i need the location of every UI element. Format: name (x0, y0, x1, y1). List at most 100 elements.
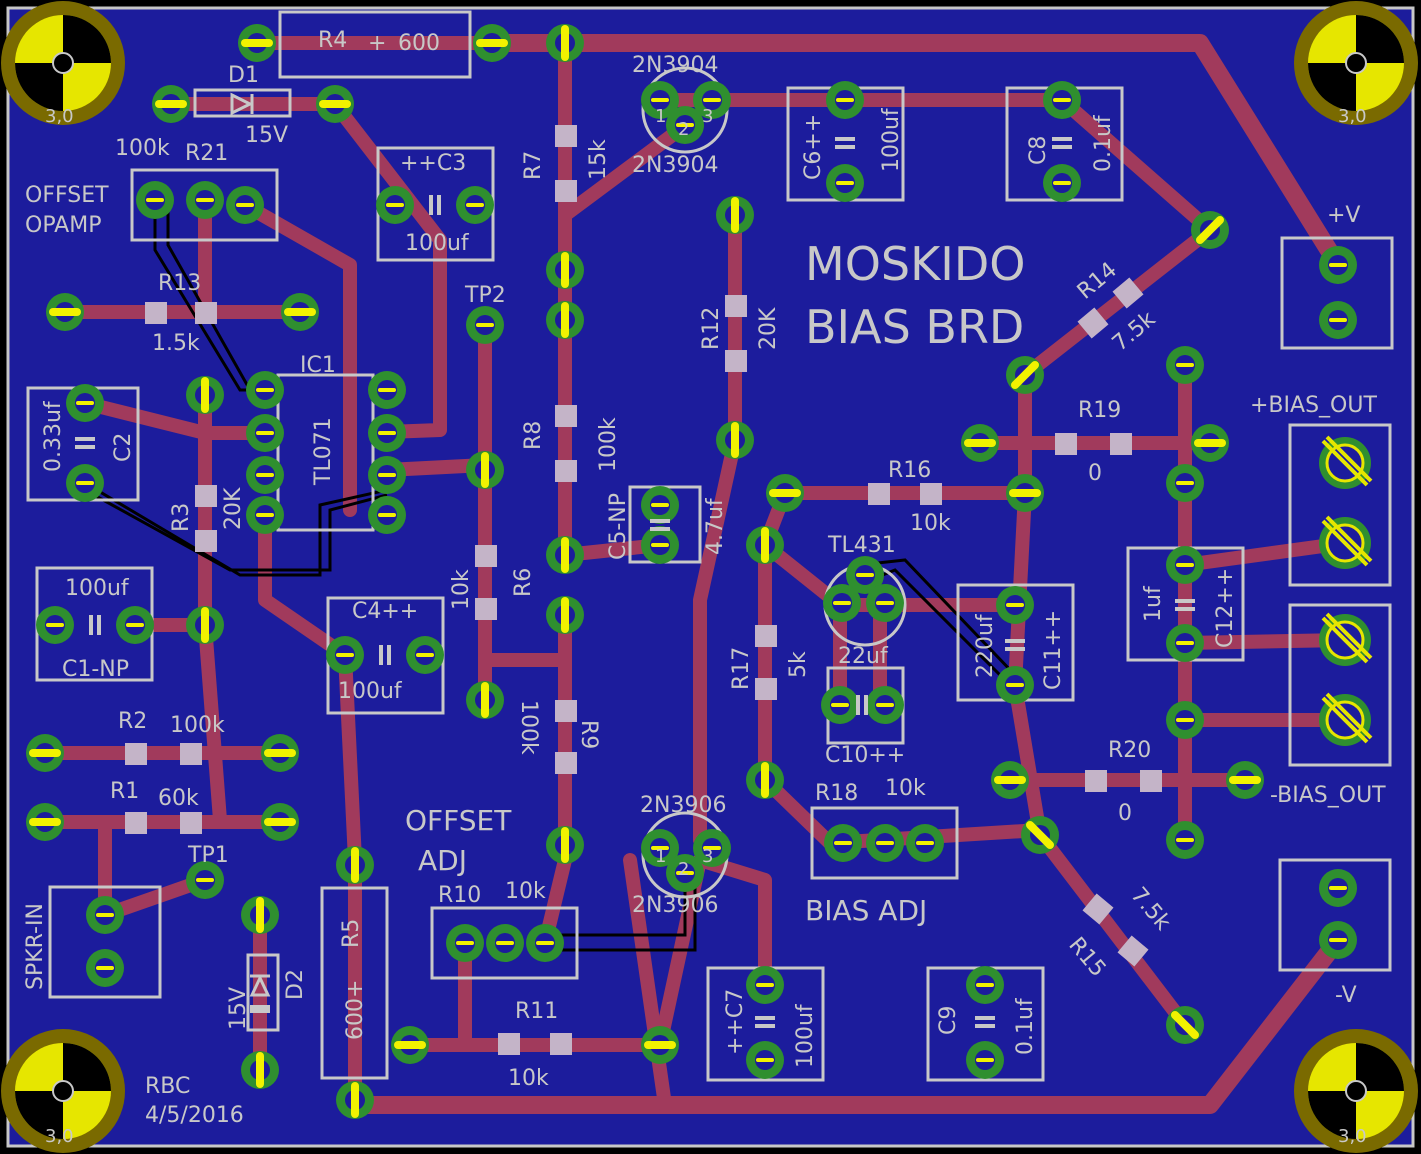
q2-top-label: 2N3906 (640, 793, 726, 818)
hole-label-bl: 3,0 (45, 1126, 74, 1147)
pad (746, 966, 784, 1004)
pad (246, 371, 284, 409)
resistor-bodies (125, 125, 1162, 1055)
pad (546, 536, 584, 574)
capacitor-symbol (856, 695, 868, 715)
pad (226, 186, 264, 224)
pad (546, 301, 584, 339)
r17-label: R17 (729, 647, 754, 690)
c9-value: 0.1uf (1013, 997, 1038, 1055)
hole-label-tr: 3,0 (1338, 106, 1367, 127)
pad (1166, 1006, 1204, 1044)
r11-label: R11 (515, 999, 558, 1024)
r19-label: R19 (1078, 398, 1121, 423)
author-label: RBC (145, 1074, 190, 1099)
r4-plus: + (368, 31, 386, 56)
pad (966, 1041, 1004, 1079)
r6-value: 10k (449, 569, 474, 610)
pad (368, 496, 406, 534)
pad (66, 464, 104, 502)
r12-value: 20K (756, 307, 781, 350)
capacitor-symbol (1052, 137, 1072, 149)
r16-label: R16 (888, 458, 931, 483)
pad (391, 1026, 429, 1064)
date-label: 4/5/2016 (145, 1103, 244, 1128)
c4-value: 100uf (338, 679, 403, 704)
c1-label: C1-NP (62, 657, 129, 682)
c6-value: 100uf (879, 107, 904, 172)
pad (238, 24, 276, 62)
silkscreen-text: MOSKIDO BIAS BRD R4 + 600 D1 15V 100k R2… (23, 28, 1386, 1147)
offset-opamp-line2: OPAMP (25, 213, 101, 238)
pad (641, 1026, 679, 1064)
q1-pin2: 2 (678, 119, 689, 140)
r21-value: 100k (115, 136, 170, 161)
pad (1166, 546, 1204, 584)
pad (824, 824, 862, 862)
c5-label: C5-NP (606, 493, 631, 560)
pad (991, 761, 1029, 799)
r4-value: 600 (398, 31, 440, 56)
pad (36, 606, 74, 644)
pad (546, 826, 584, 864)
d2-label: D2 (283, 969, 308, 1000)
pad (693, 829, 731, 867)
pad (1166, 624, 1204, 662)
pad (246, 456, 284, 494)
pad (746, 1041, 784, 1079)
tl431-label: TL431 (827, 533, 896, 558)
mounting-hole-bl (1, 1029, 125, 1153)
pad (456, 186, 494, 224)
capacitor-symbol (429, 195, 441, 215)
pad (746, 761, 784, 799)
pad (1006, 356, 1044, 394)
pad (368, 414, 406, 452)
pad (996, 586, 1034, 624)
pad (376, 186, 414, 224)
pad (1319, 435, 1373, 489)
c8-label: C8 (1026, 136, 1051, 165)
pad (186, 606, 224, 644)
c7-value: 100uf (793, 1003, 818, 1068)
pad (866, 686, 904, 724)
r3-value: 20K (221, 487, 246, 530)
pad (546, 251, 584, 289)
pad (406, 636, 444, 674)
pad (241, 1051, 279, 1089)
c2-value: 0.33uf (41, 400, 66, 472)
hole-label-tl: 3,0 (45, 106, 74, 127)
r12-label: R12 (699, 307, 724, 350)
r13-label: R13 (158, 271, 201, 296)
pad (823, 584, 861, 622)
r11-value: 10k (508, 1066, 549, 1091)
pad (1319, 869, 1357, 907)
c9-label: C9 (936, 1006, 961, 1035)
pad (1166, 701, 1204, 739)
c10-value: 22uf (838, 644, 889, 669)
capacitor-symbol (75, 437, 95, 449)
r5-label: R5 (339, 919, 364, 948)
pad (246, 414, 284, 452)
q2-pin3: 3 (702, 846, 713, 867)
board-title-line1: MOSKIDO (805, 237, 1025, 291)
bias-adj-label: BIAS ADJ (805, 894, 927, 927)
pad (152, 85, 190, 123)
capacitor-symbol (1175, 599, 1195, 611)
pad (66, 384, 104, 422)
pad (906, 824, 944, 862)
r6-label: R6 (511, 568, 536, 597)
pad (368, 371, 406, 409)
pad (1319, 612, 1373, 666)
r19-value: 0 (1088, 461, 1102, 486)
offset-opamp-line1: OFFSET (25, 183, 109, 208)
d1-label: D1 (228, 63, 259, 88)
pad (261, 803, 299, 841)
r10-value: 10k (505, 879, 546, 904)
pad (186, 861, 224, 899)
pad (186, 376, 224, 414)
r18-label: R18 (815, 781, 858, 806)
tp1-label: TP1 (187, 843, 229, 868)
pad (1319, 692, 1373, 746)
pad (996, 666, 1034, 704)
r5-value: 600+ (343, 980, 368, 1040)
